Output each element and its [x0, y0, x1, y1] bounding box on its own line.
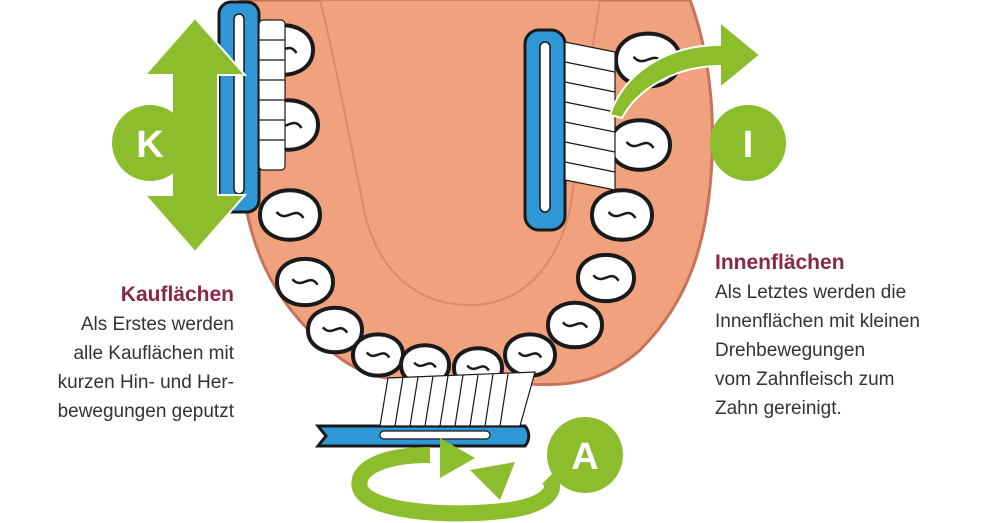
badge-i-label: I: [743, 124, 754, 166]
kauflaechen-line: Als Erstes werden: [0, 310, 234, 339]
bottom-toothbrush: [318, 372, 535, 446]
left-bristles: [259, 20, 285, 170]
innenflaechen-title: Innenflächen: [715, 248, 985, 278]
bottom-bristles: [380, 372, 535, 426]
innenflaechen-line: Zahn gereinigt.: [715, 394, 985, 423]
innenflaechen-line: Als Letztes werden die: [715, 278, 985, 307]
innenflaechen-line: Innenflächen mit kleinen: [715, 307, 985, 336]
right-bristles: [565, 42, 615, 190]
kauflaechen-caption: Kauflächen Als Erstes werden alle Kauflä…: [0, 280, 234, 426]
kauflaechen-line: bewegungen geputzt: [0, 397, 234, 426]
innenflaechen-line: vom Zahnfleisch zum: [715, 365, 985, 394]
innenflaechen-caption: Innenflächen Als Letztes werden die Inne…: [715, 248, 985, 423]
badge-k: K: [112, 105, 188, 181]
badge-i: I: [710, 105, 786, 181]
badge-a-label: A: [571, 436, 598, 478]
innenflaechen-line: Drehbewegungen: [715, 336, 985, 365]
kauflaechen-title: Kauflächen: [0, 280, 234, 310]
badge-a: A: [547, 417, 623, 493]
badge-k-label: K: [136, 124, 164, 166]
kauflaechen-line: alle Kauflächen mit: [0, 339, 234, 368]
kauflaechen-line: kurzen Hin- und Her-: [0, 368, 234, 397]
circular-arrow: [359, 438, 552, 513]
